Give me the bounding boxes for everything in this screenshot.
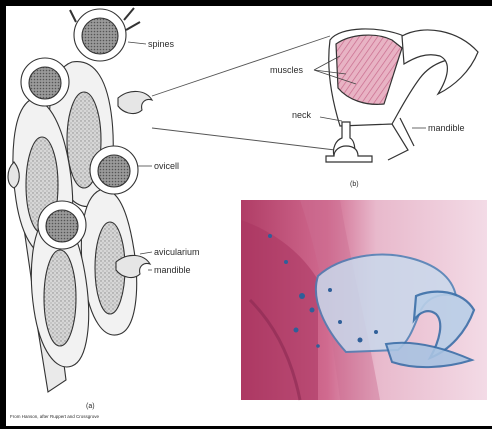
caption-a: (a) (86, 403, 95, 410)
zooid-head-2-inner (29, 67, 61, 99)
credit-a: From Hanson, after Ruppert and Crossgrov… (10, 414, 100, 419)
label-neck: neck (292, 110, 312, 120)
zooid-head-1-inner (82, 18, 118, 54)
label-mandible-b: mandible (428, 123, 465, 133)
zooid-head-4-inner (46, 210, 78, 242)
zooid-4-interior (44, 250, 76, 346)
label-avicularium: avicularium (154, 247, 200, 257)
label-ovicell: ovicell (154, 161, 179, 171)
caption-b: (b) (350, 181, 359, 188)
label-mandible-a: mandible (154, 265, 191, 275)
label-spines: spines (148, 39, 175, 49)
label-muscles: muscles (270, 65, 304, 75)
micrograph (241, 200, 487, 400)
ovicell-head-inner (98, 155, 130, 187)
